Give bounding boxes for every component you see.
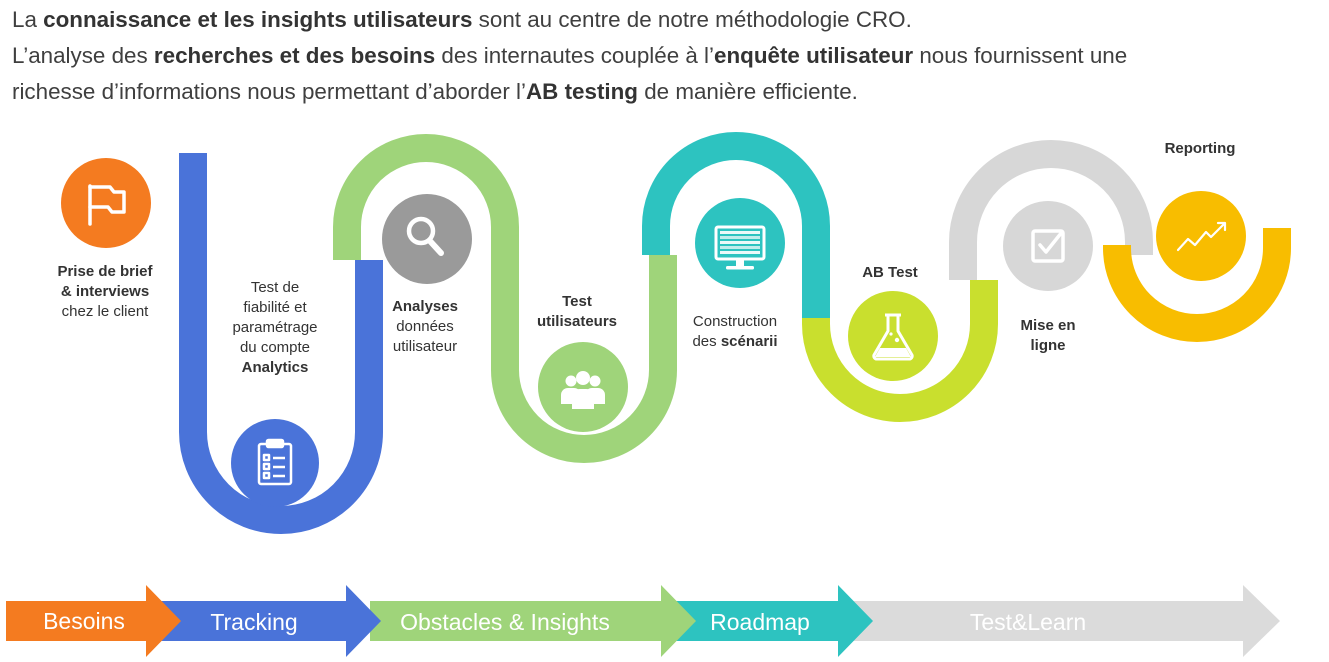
phase-test-learn-arrow — [840, 585, 1280, 657]
phase-tracking: Tracking — [160, 585, 381, 657]
clipboard-checklist-icon — [257, 438, 293, 486]
flask-icon — [872, 313, 914, 361]
phase-tracking-label: Tracking — [210, 609, 297, 635]
phase-besoins-label: Besoins — [43, 608, 125, 634]
step-brief-circle — [61, 158, 151, 248]
phase-besoins-arrow — [6, 585, 181, 657]
step-brief — [61, 158, 151, 248]
intro-text-segment: richesse d’informations nous permettant … — [12, 79, 527, 104]
path-segment-analyses — [333, 134, 677, 463]
step-test-users — [538, 342, 628, 432]
intro-text-segment: des internautes couplée à l’ — [435, 43, 715, 68]
flag-icon — [88, 184, 126, 226]
step-label-line: chez le client — [61, 303, 149, 320]
intro-text-segment: L’analyse des — [12, 43, 154, 68]
intro-line-3: richesse d’informations nous permettant … — [12, 74, 1322, 110]
step-reporting-label: Reporting — [1125, 139, 1275, 159]
step-label-line: & interviews — [60, 283, 150, 300]
step-abtest-circle — [848, 291, 938, 381]
phase-roadmap-label: Roadmap — [710, 609, 810, 635]
phase-test-learn: Test&Learn — [840, 585, 1280, 657]
step-label-line: Test de — [250, 279, 300, 296]
step-label-line: Analyses — [392, 298, 458, 315]
step-label-line: utilisateurs — [536, 313, 618, 330]
step-abtest — [848, 291, 938, 381]
step-label-line: AB Test — [862, 264, 918, 281]
step-test-users-circle — [538, 342, 628, 432]
step-label-line: Prise de brief — [57, 263, 153, 280]
phase-obstacles-insights: Obstacles & Insights — [370, 585, 696, 657]
phase-roadmap: Roadmap — [676, 585, 873, 657]
phase-besoins: Besoins — [6, 585, 181, 657]
intro-line-2: L’analyse des recherches et des besoins … — [12, 38, 1322, 74]
phase-timeline: Test&Learn Roadmap Obstacles & Insights … — [6, 585, 1280, 657]
step-label-line: paramétrage — [232, 319, 318, 336]
intro-emphasis: recherches et des besoins — [153, 43, 436, 68]
step-label-line: ligne — [1030, 337, 1066, 354]
magnifier-icon — [406, 216, 444, 256]
monitor-icon — [714, 225, 766, 270]
step-label-line: du compte — [239, 339, 311, 356]
trend-line-icon — [1176, 221, 1227, 252]
step-label-line: données — [396, 318, 454, 335]
step-launch-label: Mise en ligne — [973, 316, 1123, 356]
step-scenarios-label: Construction des scénarii — [660, 312, 810, 352]
step-label-line: Mise en — [1020, 317, 1076, 334]
phase-obstacles-insights-arrow — [370, 585, 696, 657]
monitor-screen-code — [720, 231, 760, 254]
step-label-line: Reporting — [1164, 140, 1236, 157]
step-reporting — [1156, 191, 1246, 281]
path-segment-launch — [949, 140, 1153, 280]
step-label-line: utilisateur — [392, 338, 458, 355]
step-label-line: des scénarii — [692, 333, 778, 350]
intro-text-segment: de manière efficiente. — [637, 79, 858, 104]
step-label-line: fiabilité et — [243, 299, 307, 316]
phase-obstacles-insights-label: Obstacles & Insights — [400, 609, 610, 635]
phase-roadmap-arrow — [676, 585, 873, 657]
process-path — [179, 132, 1291, 534]
intro-text-segment: La — [12, 7, 44, 32]
step-label-line: Construction — [692, 313, 778, 330]
path-segment-roadmap — [642, 132, 830, 318]
path-segment-abtest — [802, 280, 998, 422]
path-segment-reporting — [1103, 228, 1291, 342]
step-reporting-circle — [1156, 191, 1246, 281]
phase-test-learn-label: Test&Learn — [970, 609, 1086, 635]
path-segment-tracking — [179, 153, 383, 534]
step-analyses — [382, 194, 472, 284]
step-test-users-label: Test utilisateurs — [502, 292, 652, 332]
phase-tracking-arrow — [160, 585, 381, 657]
intro-text-segment: nous fournissent une — [913, 43, 1128, 68]
intro-line-1: La connaissance et les insights utilisat… — [12, 2, 1322, 38]
step-tracking-circle — [231, 419, 319, 507]
intro-emphasis: AB testing — [526, 79, 638, 104]
step-tracking — [231, 419, 319, 507]
step-launch-circle — [1003, 201, 1093, 291]
intro-text: La connaissance et les insights utilisat… — [12, 2, 1322, 110]
step-abtest-label: AB Test — [815, 263, 965, 283]
intro-emphasis: connaissance et les insights utilisateur… — [43, 7, 473, 32]
users-group-icon — [561, 371, 605, 409]
step-label-line: Test — [562, 293, 592, 310]
step-launch — [1003, 201, 1093, 291]
step-label-line: Analytics — [241, 359, 309, 376]
checkbox-icon — [1031, 229, 1065, 263]
intro-emphasis: enquête utilisateur — [714, 43, 914, 68]
step-scenarios — [695, 198, 785, 288]
step-brief-label: Prise de brief & interviews chez le client — [30, 262, 180, 322]
intro-text-segment: sont au centre de notre méthodologie CRO… — [472, 7, 912, 32]
step-analyses-label: Analyses données utilisateur — [350, 297, 500, 357]
